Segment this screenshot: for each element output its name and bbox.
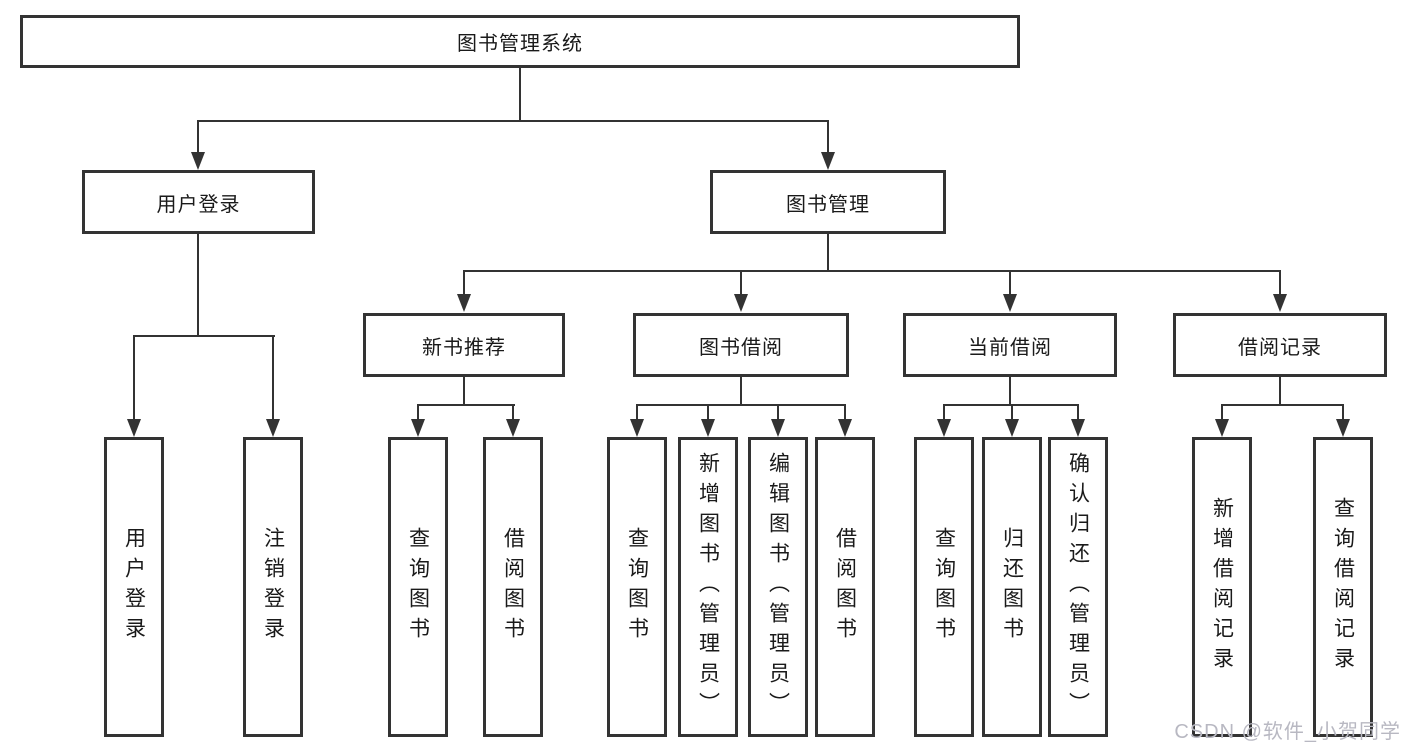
connector-records-stem bbox=[1279, 376, 1281, 406]
arrowhead-down-icon bbox=[411, 419, 425, 437]
arrowhead-down-icon bbox=[838, 419, 852, 437]
arrowhead-down-icon bbox=[1005, 419, 1019, 437]
arrowhead-down-icon bbox=[1336, 419, 1350, 437]
connector-drop bbox=[1077, 404, 1079, 421]
leaf-add-books-admin: 新增图书（管理员） bbox=[678, 437, 738, 737]
arrowhead-down-icon bbox=[191, 152, 205, 170]
connector-bookmgmt-rail bbox=[463, 270, 1281, 272]
arrowhead-down-icon bbox=[734, 294, 748, 312]
connector-userlogin-stem bbox=[197, 234, 199, 335]
leaf-query-books-3: 查询图书 bbox=[914, 437, 974, 737]
leaf-user-login: 用户登录 bbox=[104, 437, 164, 737]
leaf-query-books-1: 查询图书 bbox=[388, 437, 448, 737]
connector-userlogin-rail bbox=[133, 335, 275, 337]
leaf-query-books-2: 查询图书 bbox=[607, 437, 667, 737]
connector-drop bbox=[1279, 270, 1281, 297]
arrowhead-down-icon bbox=[506, 419, 520, 437]
connector-drop bbox=[777, 404, 779, 421]
leaf-query-borrow-record: 查询借阅记录 bbox=[1313, 437, 1373, 737]
arrowhead-down-icon bbox=[1273, 294, 1287, 312]
arrowhead-down-icon bbox=[701, 419, 715, 437]
arrowhead-down-icon bbox=[630, 419, 644, 437]
connector-drop bbox=[512, 404, 514, 421]
arrowhead-down-icon bbox=[1215, 419, 1229, 437]
connector-drop bbox=[827, 120, 829, 155]
node-book-management: 图书管理 bbox=[710, 170, 946, 234]
connector-drop bbox=[1011, 404, 1013, 421]
leaf-logout: 注销登录 bbox=[243, 437, 303, 737]
connector-drop bbox=[844, 404, 846, 421]
connector-bookmgmt-stem bbox=[827, 234, 829, 272]
arrowhead-down-icon bbox=[127, 419, 141, 437]
connector-drop bbox=[417, 404, 419, 421]
connector-drop bbox=[707, 404, 709, 421]
arrowhead-down-icon bbox=[457, 294, 471, 312]
connector-drop bbox=[740, 270, 742, 297]
leaf-confirm-return-admin: 确认归还（管理员） bbox=[1048, 437, 1108, 737]
node-user-login: 用户登录 bbox=[82, 170, 315, 234]
connector-root-rail bbox=[197, 120, 829, 122]
arrowhead-down-icon bbox=[266, 419, 280, 437]
connector-drop bbox=[636, 404, 638, 421]
connector-drop bbox=[1342, 404, 1344, 421]
connector-newbook-stem bbox=[463, 376, 465, 406]
connector-drop bbox=[1009, 270, 1011, 297]
leaf-borrow-books-2: 借阅图书 bbox=[815, 437, 875, 737]
leaf-borrow-books-1: 借阅图书 bbox=[483, 437, 543, 737]
arrowhead-down-icon bbox=[1071, 419, 1085, 437]
connector-newbook-rail bbox=[417, 404, 515, 406]
connector-drop bbox=[133, 335, 135, 421]
node-new-book-recommend: 新书推荐 bbox=[363, 313, 565, 377]
arrowhead-down-icon bbox=[1003, 294, 1017, 312]
connector-borrowing-rail bbox=[636, 404, 846, 406]
watermark: CSDN @软件_小贺同学 bbox=[1174, 721, 1401, 743]
connector-drop bbox=[943, 404, 945, 421]
leaf-edit-books-admin: 编辑图书（管理员） bbox=[748, 437, 808, 737]
leaf-add-borrow-record: 新增借阅记录 bbox=[1192, 437, 1252, 737]
node-root: 图书管理系统 bbox=[20, 15, 1020, 68]
connector-current-stem bbox=[1009, 376, 1011, 406]
node-current-borrowing: 当前借阅 bbox=[903, 313, 1117, 377]
connector-root-stem bbox=[519, 68, 521, 120]
node-borrowing-records: 借阅记录 bbox=[1173, 313, 1387, 377]
connector-drop bbox=[1221, 404, 1223, 421]
connector-drop bbox=[197, 120, 199, 155]
arrowhead-down-icon bbox=[937, 419, 951, 437]
arrowhead-down-icon bbox=[771, 419, 785, 437]
connector-records-rail bbox=[1221, 404, 1344, 406]
connector-borrowing-stem bbox=[740, 376, 742, 406]
connector-drop bbox=[463, 270, 465, 297]
node-book-borrowing: 图书借阅 bbox=[633, 313, 849, 377]
arrowhead-down-icon bbox=[821, 152, 835, 170]
leaf-return-books: 归还图书 bbox=[982, 437, 1042, 737]
connector-drop bbox=[272, 335, 274, 421]
